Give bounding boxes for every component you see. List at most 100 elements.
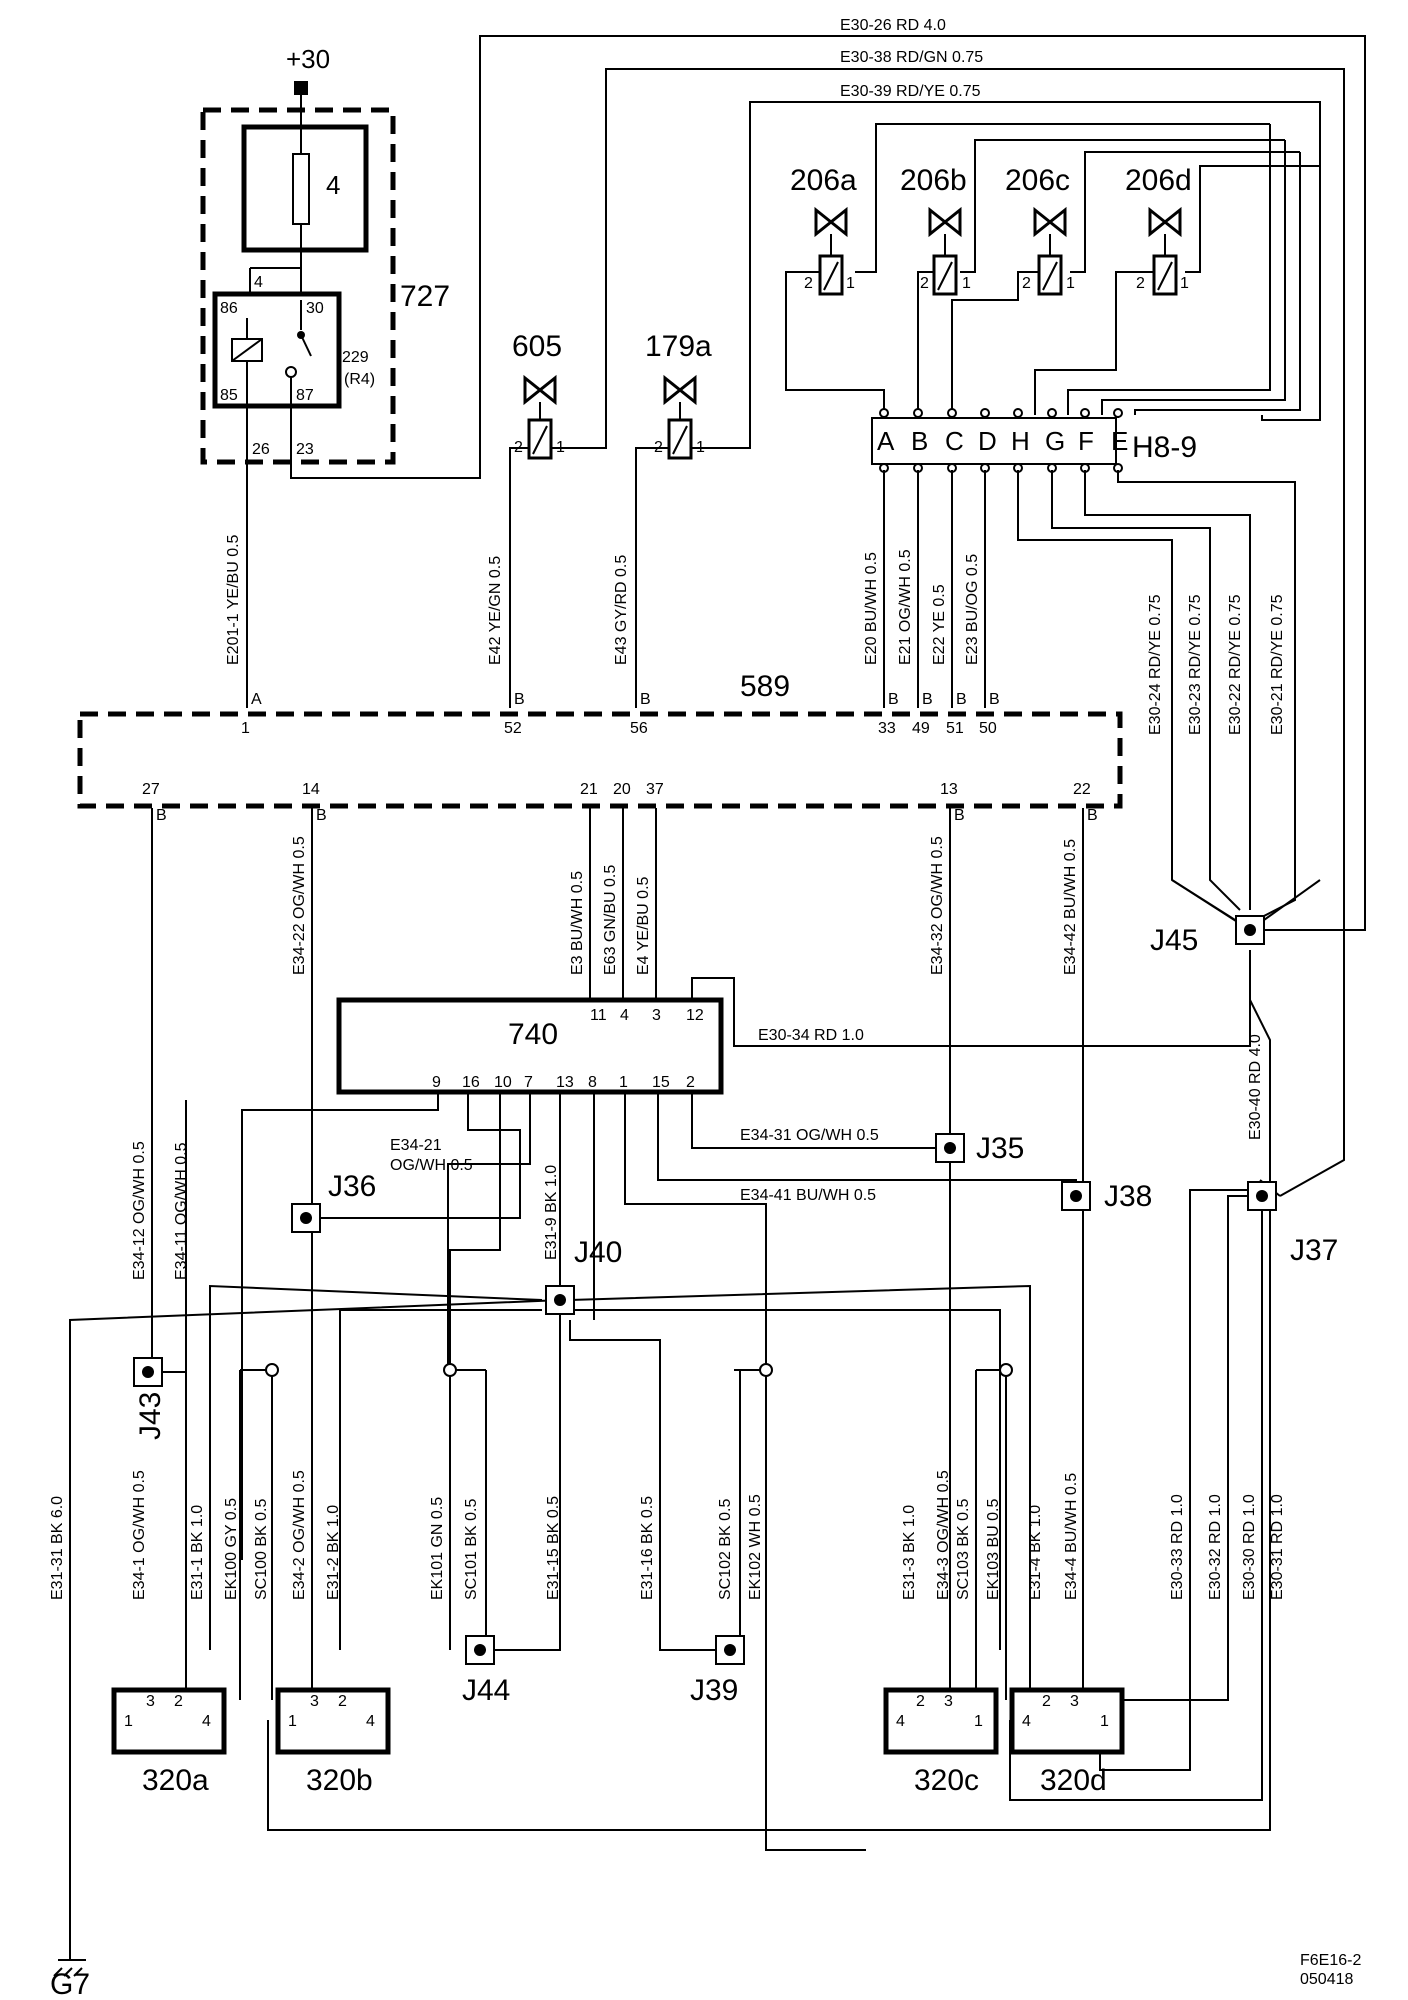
junction-label: J39 [690, 1674, 738, 1707]
junction-label: J40 [574, 1236, 622, 1269]
wire-label: E31-2 BK 1.0 [325, 1505, 342, 1600]
wire-label: E30-23 RD/YE 0.75 [1187, 594, 1204, 735]
svg-text:2: 2 [1136, 275, 1145, 292]
sensor-pin: 2 [174, 1693, 183, 1710]
ecu589-pin-number: 27 [142, 781, 160, 798]
svg-text:E30-38 RD/GN 0.75: E30-38 RD/GN 0.75 [840, 49, 983, 66]
sensor-320d [1009, 1687, 1125, 1755]
svg-text:23: 23 [296, 441, 314, 458]
wire-label: SC101 BK 0.5 [463, 1499, 480, 1601]
sensor-320c [883, 1687, 999, 1755]
wire-label: E34-3 OG/WH 0.5 [935, 1470, 952, 1600]
svg-text:2: 2 [1022, 275, 1031, 292]
wire-label: E30-31 RD 1.0 [1269, 1494, 1286, 1600]
wire-label: E31-3 BK 1.0 [901, 1505, 918, 1600]
ecu589-pin-number: 56 [630, 720, 648, 737]
sensor-label: 320a [142, 1764, 209, 1797]
wire-label: E31-15 BK 0.5 [545, 1496, 562, 1600]
h89-pin-label: D [978, 426, 997, 456]
junction-dot [142, 1366, 154, 1378]
sensor-pin: 3 [146, 1693, 155, 1710]
wire-label: SC103 BK 0.5 [955, 1499, 972, 1601]
wire-label: E34-4 BU/WH 0.5 [1063, 1473, 1080, 1600]
ecu740-pin-number: 15 [652, 1074, 670, 1091]
svg-text:206d: 206d [1125, 164, 1192, 197]
ecu740-pin-number: 10 [494, 1074, 512, 1091]
ecu589-pin-code: B [956, 691, 967, 708]
svg-text:605: 605 [512, 330, 562, 363]
ecu589-pin-code: A [251, 691, 262, 708]
h89-pin-top [1113, 408, 1123, 418]
svg-text:G7: G7 [50, 1968, 90, 2000]
sensor-pin: 4 [366, 1713, 375, 1730]
svg-text:OG/WH 0.5: OG/WH 0.5 [390, 1157, 473, 1174]
svg-text:26: 26 [252, 441, 270, 458]
wire-label: E31-4 BK 1.0 [1027, 1505, 1044, 1600]
sensor-pin: 4 [202, 1713, 211, 1730]
h89-pin-label: A [877, 426, 895, 456]
svg-text:229: 229 [342, 349, 369, 366]
supply-30: +30 [286, 44, 330, 124]
ecu740-pin-number: 4 [620, 1007, 629, 1024]
wire-label: E4 YE/BU 0.5 [635, 876, 652, 975]
sensor-pin: 2 [1042, 1693, 1051, 1710]
relay-box-727: 727 4 4 86 30 85 87 229 (R4) 26 23 [200, 35, 1366, 931]
junction-dot [724, 1644, 736, 1656]
junction-dot [474, 1644, 486, 1656]
svg-text:179a: 179a [645, 330, 712, 363]
relay-box-id: 727 [400, 280, 450, 313]
junction-label: J35 [976, 1132, 1024, 1165]
wire-label: EK103 BU 0.5 [985, 1499, 1002, 1601]
svg-text:1: 1 [846, 275, 855, 292]
svg-text:1: 1 [1066, 275, 1075, 292]
ecu740-pin-number: 16 [462, 1074, 480, 1091]
wire-label: E31-31 BK 6.0 [49, 1496, 66, 1600]
ecu589-pin-code: B [1087, 807, 1098, 824]
ecu740-pin-number: 7 [524, 1074, 533, 1091]
ecu589-pin-code: B [514, 691, 525, 708]
top-wires: E30-26 RD 4.0 E30-38 RD/GN 0.75 E30-39 R… [562, 17, 1345, 1197]
ecu589-pin-code: B [888, 691, 899, 708]
svg-text:E30-26 RD 4.0: E30-26 RD 4.0 [840, 17, 946, 34]
wire-label: E34-1 OG/WH 0.5 [131, 1470, 148, 1600]
junction-label: J36 [328, 1170, 376, 1203]
wire-label: E31-1 BK 1.0 [189, 1505, 206, 1600]
wire-label: E30-30 RD 1.0 [1241, 1494, 1258, 1600]
junction-dot [300, 1212, 312, 1224]
ecu589-pin-code: B [316, 807, 327, 824]
wire-label: E22 YE 0.5 [931, 584, 948, 665]
wire-label: E34-11 OG/WH 0.5 [173, 1142, 190, 1280]
h89-pin-top [1013, 408, 1023, 418]
sensor-pin: 1 [974, 1713, 983, 1730]
ecu740-pin-number: 8 [588, 1074, 597, 1091]
ecu589-pin-code: B [640, 691, 651, 708]
relay-contact-87 [285, 366, 297, 378]
wire-label: E63 GN/BU 0.5 [602, 865, 619, 975]
valve-179a: 179a 2 1 [635, 330, 750, 708]
svg-text:87: 87 [296, 387, 314, 404]
ecu-589-lower-wires [151, 808, 1084, 1690]
ecu589-pin-number: 21 [580, 781, 598, 798]
junction-label: J44 [462, 1674, 510, 1707]
supply-label: +30 [286, 44, 330, 74]
svg-text:206c: 206c [1005, 164, 1070, 197]
svg-text:85: 85 [220, 387, 238, 404]
ecu589-pin-code: B [954, 807, 965, 824]
svg-text:(R4): (R4) [344, 371, 375, 388]
ecu589-pin-number: 20 [613, 781, 631, 798]
svg-text:1: 1 [1180, 275, 1189, 292]
valve-206c: 206c 2 1 [951, 164, 1075, 415]
sensor-label: 320c [914, 1764, 979, 1797]
svg-text:1: 1 [962, 275, 971, 292]
ecu740-pin-number: 9 [432, 1074, 441, 1091]
wire-label: E30-32 RD 1.0 [1207, 1494, 1224, 1600]
svg-text:4: 4 [254, 274, 263, 291]
h89-pin-top [980, 408, 990, 418]
lower-wiring: E34-31 OG/WH 0.5 E34-41 BU/WH 0.5 E34-21… [50, 879, 1321, 2000]
h89-pin-top [1047, 408, 1057, 418]
sensor-pin: 3 [1070, 1693, 1079, 1710]
